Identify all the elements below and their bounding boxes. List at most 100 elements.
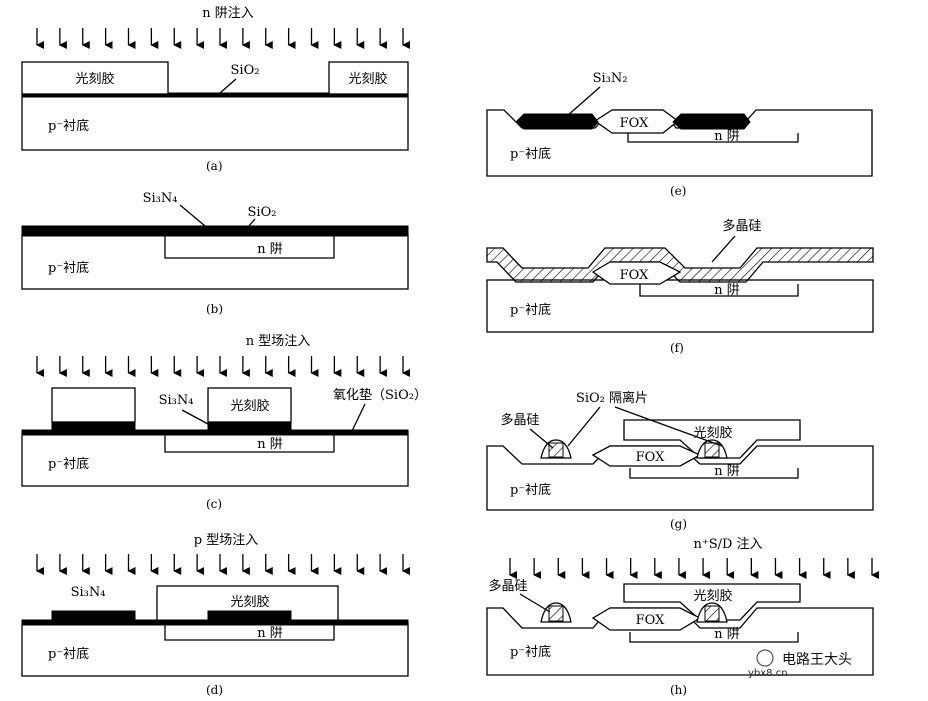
nitride-label-e: Si₃N₂	[593, 71, 628, 86]
caption-f: (f)	[670, 341, 684, 355]
nitride-right-d	[207, 610, 292, 622]
panel-f: FOX 多晶硅 n 阱 p⁻衬底 (f)	[486, 218, 874, 355]
substrate-b	[21, 234, 409, 290]
well-label-e: n 阱	[714, 129, 740, 144]
n-well-g	[629, 468, 799, 479]
panel-b: Si₃N₄ SiO₂ n 阱 p⁻衬底 (b)	[21, 191, 409, 316]
photoresist-right-a	[328, 61, 409, 95]
resist-label-h: 光刻胶	[693, 588, 732, 604]
fox-label-e: FOX	[620, 116, 649, 131]
caption-b: (b)	[206, 302, 223, 316]
substrate-label-f: p⁻衬底	[510, 302, 551, 318]
poly-core-left-h	[548, 605, 564, 622]
panel-h: n⁺S/D 注入 FOX 光刻胶 多晶硅 n 阱 p⁻衬底 (h)	[486, 537, 879, 697]
implant-arrows-h	[509, 558, 879, 579]
poly-leader-g	[529, 428, 554, 449]
panel-e: FOX Si₃N₂ n 阱 p⁻衬底 (e)	[486, 71, 873, 198]
fox-label-f: FOX	[620, 268, 649, 283]
substrate-label-a: p⁻衬底	[48, 118, 89, 134]
implant-arrows-c	[36, 356, 410, 377]
photoresist-g	[623, 419, 801, 459]
panel-a: n 阱注入 光刻胶 光刻胶 SiO₂ p⁻衬底 (a)	[21, 6, 410, 173]
implant-label-d: p 型场注入	[194, 533, 258, 548]
n-well-h	[629, 632, 799, 643]
caption-g: (g)	[670, 517, 687, 531]
well-label-b: n 阱	[257, 242, 283, 257]
nitride-left-c	[51, 421, 136, 432]
substrate-label-c: p⁻衬底	[48, 456, 89, 472]
caption-d: (d)	[206, 683, 223, 697]
well-label-g: n 阱	[714, 464, 740, 479]
poly-label-h: 多晶硅	[488, 578, 527, 594]
fox-label-g: FOX	[636, 450, 665, 465]
substrate-c	[21, 433, 409, 487]
photoresist-h	[623, 583, 801, 621]
substrate-label-d: p⁻衬底	[48, 646, 89, 662]
spacer-leader-right-g	[614, 406, 723, 447]
n-well-c	[164, 434, 335, 453]
nitride-label-b: Si₃N₄	[143, 191, 178, 206]
pad-oxide-label-c: 氧化垫（SiO₂）	[333, 387, 427, 403]
caption-h: (h)	[670, 683, 687, 697]
substrate-label-h: p⁻衬底	[510, 644, 551, 660]
resist-label-c: 光刻胶	[230, 398, 269, 414]
n-well-d	[164, 624, 335, 641]
poly-leader-f	[711, 235, 736, 263]
panel-d: p 型场注入 光刻胶 Si₃N₄ n 阱 p⁻衬底 (d)	[21, 533, 410, 697]
oxide-layer-a	[21, 92, 409, 98]
substrate-label-g: p⁻衬底	[510, 482, 551, 498]
resist-label-d: 光刻胶	[230, 594, 269, 610]
nitride-label-d: Si₃N₄	[71, 585, 106, 600]
poly-label-f: 多晶硅	[722, 218, 761, 234]
poly-core-right-g	[704, 442, 720, 458]
nitride-left-d	[51, 610, 136, 622]
substrate-label-b: p⁻衬底	[48, 260, 89, 276]
n-well-e	[627, 133, 799, 143]
watermark-site: ybx8.cn	[748, 668, 788, 679]
resist-label-right-a: 光刻胶	[348, 71, 387, 87]
poly-label-g: 多晶硅	[500, 412, 539, 428]
n-well-b	[164, 235, 335, 259]
substrate-d	[21, 623, 409, 677]
nitride-leader-b	[179, 204, 206, 227]
photoresist-left-a	[21, 61, 169, 95]
implant-label-a: n 阱注入	[202, 6, 254, 21]
substrate-label-e: p⁻衬底	[510, 146, 551, 162]
nitride-leader-e	[566, 86, 601, 117]
oxide-leader-a	[219, 78, 237, 94]
implant-label-h: n⁺S/D 注入	[693, 537, 762, 552]
spacer-leader-left-g	[567, 406, 601, 447]
nitride-right-c	[207, 421, 292, 432]
fox-f	[591, 261, 682, 285]
substrate-a	[21, 95, 409, 151]
panel-g: FOX 光刻胶 多晶硅 SiO₂ 隔离片 n 阱 p⁻衬底 (g)	[486, 390, 874, 531]
oxide-label-b: SiO₂	[248, 205, 277, 220]
oxide-label-a: SiO₂	[231, 63, 260, 78]
panel-c: n 型场注入 光刻胶 Si₃N₄ 氧化垫（SiO₂） n 阱 p⁻衬底 (c)	[21, 334, 427, 511]
watermark: 电路王大头 ybx8.cn	[748, 649, 852, 679]
pad-oxide-leader-c	[351, 403, 366, 432]
wechat-icon	[756, 649, 774, 667]
spacer-label-g: SiO₂ 隔离片	[576, 390, 648, 406]
poly-leader-h	[519, 593, 551, 613]
photoresist-right-c	[207, 387, 292, 423]
implant-arrows-a	[36, 28, 410, 49]
substrate-e	[486, 109, 873, 177]
poly-core-right-h	[704, 605, 720, 622]
caption-c: (c)	[206, 497, 222, 511]
caption-e: (e)	[670, 184, 686, 198]
nitride-leader-c	[181, 409, 209, 425]
well-label-h: n 阱	[714, 627, 740, 642]
nitride-left-e	[515, 113, 599, 130]
fox-label-h: FOX	[636, 613, 665, 628]
well-label-c: n 阱	[257, 437, 283, 452]
n-well-f	[639, 284, 799, 297]
photoresist-left-c	[51, 387, 136, 423]
implant-arrows-d	[36, 554, 410, 575]
well-label-f: n 阱	[714, 283, 740, 298]
implant-label-c: n 型场注入	[246, 334, 311, 349]
well-label-d: n 阱	[257, 626, 283, 641]
caption-a: (a)	[206, 159, 223, 173]
nitride-layer-b	[21, 225, 409, 237]
